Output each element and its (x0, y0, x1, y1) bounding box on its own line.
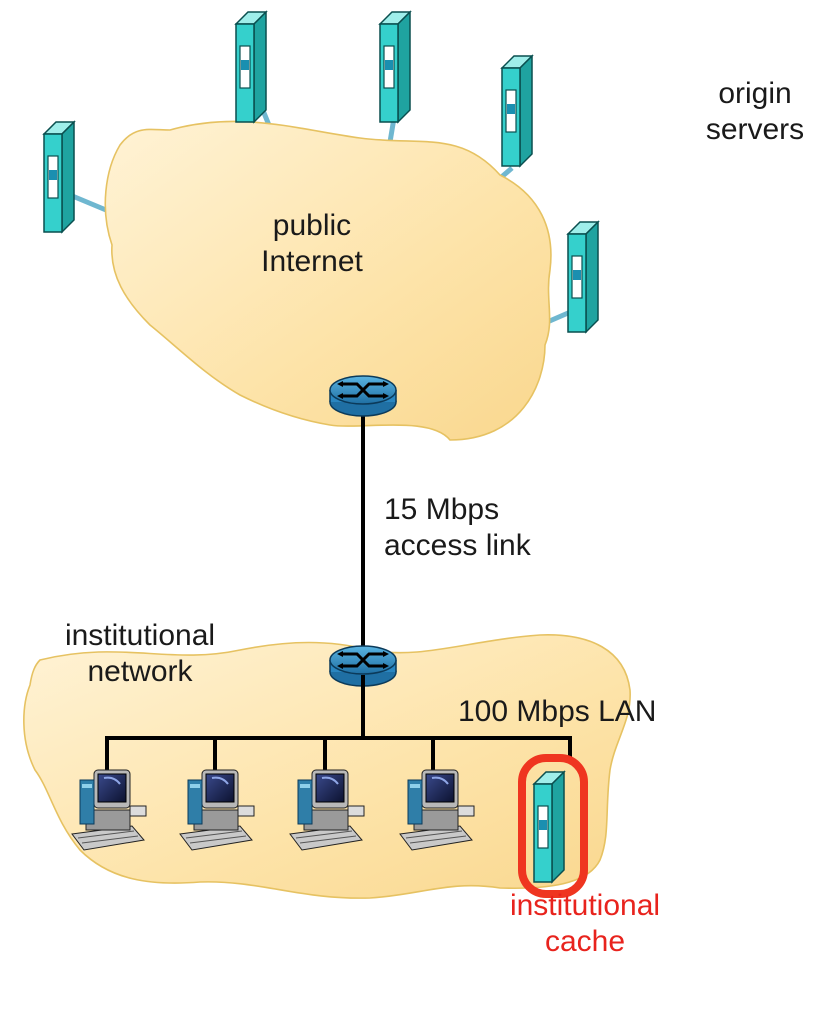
origin-label-line1: origin (718, 77, 792, 110)
inst-label-line2: network (87, 655, 193, 688)
origin-label-line2: servers (705, 113, 805, 146)
public-label-line2: Internet (261, 245, 363, 278)
public-internet-label: public Internet (232, 208, 392, 280)
inst-label-line1: institutional (64, 619, 216, 652)
institutional-network-label: institutional network (30, 618, 250, 690)
router-icon (328, 374, 398, 418)
cache-label-line2: cache (544, 925, 626, 958)
origin-server-icon (43, 121, 75, 233)
institutional-cache-label: institutional cache (485, 888, 685, 960)
cache-label-line1: institutional (509, 889, 661, 922)
access-label-line2: access link (384, 529, 531, 562)
public-label-line1: public (272, 209, 352, 242)
access-link-label: 15 Mbps access link (384, 492, 531, 564)
access-label-line1: 15 Mbps (384, 493, 500, 526)
origin-server-icon (235, 11, 267, 123)
public-internet-cloud (104, 120, 552, 441)
lan-label: 100 Mbps LAN (458, 695, 657, 728)
origin-server-icon (501, 55, 533, 167)
cache-highlight (518, 754, 588, 898)
origin-servers-label: origin servers (680, 76, 830, 148)
origin-server-icon (567, 221, 599, 333)
origin-server-icon (379, 11, 411, 123)
cache-server-icon (533, 771, 565, 883)
